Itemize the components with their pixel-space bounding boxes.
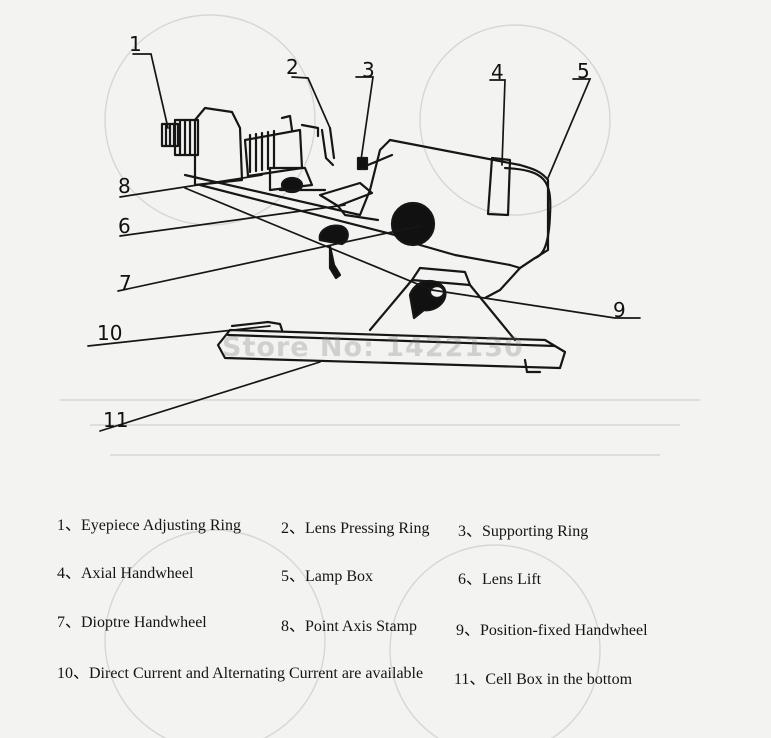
callout-9: 9 xyxy=(613,298,626,322)
legend-item-2: 2、Lens Pressing Ring xyxy=(281,520,430,537)
callout-5: 5 xyxy=(577,59,590,83)
legend-item-1: 1、Eyepiece Adjusting Ring xyxy=(57,517,241,534)
watermark-text: Store No: 1422130 xyxy=(222,332,524,363)
legend-item-7: 7、Dioptre Handwheel xyxy=(57,614,207,631)
callout-6: 6 xyxy=(118,214,131,238)
leader-4 xyxy=(489,79,506,166)
legend-item-5: 5、Lamp Box xyxy=(281,568,373,585)
legend-item-6: 6、Lens Lift xyxy=(458,571,542,588)
callout-1: 1 xyxy=(129,32,142,56)
lens-lift xyxy=(318,181,380,222)
point-axis-stamp xyxy=(268,166,327,194)
callout-7: 7 xyxy=(119,271,132,295)
legend-item-8: 8、Point Axis Stamp xyxy=(281,618,418,635)
callout-10: 10 xyxy=(97,321,123,345)
connector-plate xyxy=(230,320,284,332)
callout-2: 2 xyxy=(286,55,299,79)
leader-5 xyxy=(547,78,592,179)
leader-10 xyxy=(87,325,271,347)
callout-8: 8 xyxy=(118,174,131,198)
supporting-ring xyxy=(356,153,394,171)
legend-item-3: 3、Supporting Ring xyxy=(458,523,589,540)
callout-4: 4 xyxy=(491,60,504,84)
leader-3 xyxy=(355,76,374,161)
leader-6 xyxy=(119,204,346,237)
leader-2 xyxy=(291,76,331,129)
legend-item-10: 10、Direct Current and Alternating Curren… xyxy=(57,665,424,682)
callout-11: 11 xyxy=(103,408,129,432)
callout-3: 3 xyxy=(362,58,375,82)
axial-handwheel xyxy=(486,156,512,217)
leader-11 xyxy=(99,361,321,432)
leader-8 xyxy=(119,174,263,198)
legend-item-4: 4、Axial Handwheel xyxy=(57,565,194,582)
base-plate xyxy=(216,328,567,374)
dioptre-handwheel xyxy=(390,201,436,247)
stand xyxy=(368,266,517,342)
position-knob xyxy=(408,279,447,320)
leader-9 xyxy=(184,187,641,319)
leader-1 xyxy=(132,53,169,129)
side-handle xyxy=(318,224,349,280)
legend-item-9: 9、Position-fixed Handwheel xyxy=(456,622,648,639)
eyepiece-head xyxy=(160,106,244,187)
lamp-box xyxy=(503,166,552,260)
legend-item-11: 11、Cell Box in the bottom xyxy=(454,671,633,688)
leader-7 xyxy=(117,225,421,292)
